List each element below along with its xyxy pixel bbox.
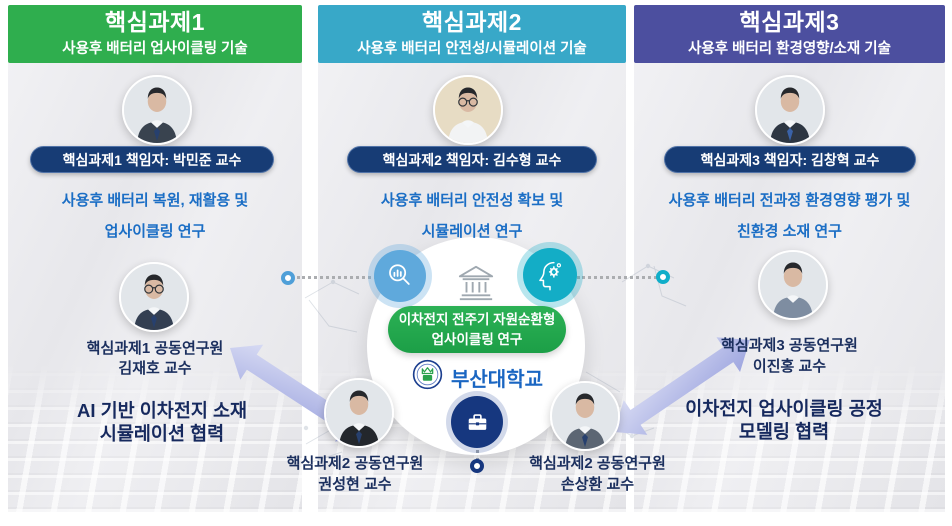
leader-photo-kimchanghyuk bbox=[755, 75, 825, 145]
bottom-right-co-role: 핵심과제2 공동연구원 bbox=[529, 455, 666, 472]
co-photo-kimjaeho bbox=[119, 262, 189, 332]
ai-head-gear-icon bbox=[523, 248, 577, 302]
leader-photo-kimsuhyung bbox=[433, 75, 503, 145]
column2-desc-line2: 시뮬레이션 연구 bbox=[421, 223, 523, 240]
column3-header: 핵심과제3 사용후 배터리 환경영향/소재 기술 bbox=[634, 5, 945, 63]
search-chart-icon bbox=[374, 250, 426, 302]
co-photo-sonsanghwan bbox=[550, 381, 620, 451]
co-role-1: 핵심과제1 공동연구원 bbox=[86, 340, 224, 357]
column3-subtitle: 사용후 배터리 환경영향/소재 기술 bbox=[688, 40, 891, 57]
core-research-line2: 업사이클링 연구 bbox=[431, 331, 523, 347]
leader-pill-2: 핵심과제2 책임자: 김수형 교수 bbox=[347, 146, 597, 173]
right-dotted-line bbox=[577, 276, 657, 279]
column1-header: 핵심과제1 사용후 배터리 업사이클링 기술 bbox=[8, 5, 302, 63]
column2-desc-line1: 사용후 배터리 안전성 확보 및 bbox=[380, 192, 564, 209]
co-name-3: 이진홍 교수 bbox=[752, 358, 827, 375]
leader-photo-parkminjun bbox=[122, 75, 192, 145]
leader-pill-3: 핵심과제3 책임자: 김창혁 교수 bbox=[664, 146, 916, 173]
university-name: 부산대학교 bbox=[451, 369, 543, 391]
core-research-pill: 이차전지 전주기 자원순환형 업사이클링 연구 bbox=[388, 306, 566, 353]
co-photo-kwonsunghyun bbox=[324, 378, 394, 448]
column2-header: 핵심과제2 사용후 배터리 안전성/시뮬레이션 기술 bbox=[318, 5, 626, 63]
bottom-left-co-name: 권성현 교수 bbox=[318, 476, 392, 493]
university-building-icon bbox=[457, 264, 495, 302]
left-connector-node bbox=[281, 271, 295, 285]
column1-title: 핵심과제1 bbox=[105, 9, 205, 36]
briefcase-icon bbox=[451, 396, 503, 448]
co-name-1: 김재호 교수 bbox=[118, 360, 192, 377]
co-photo-leejinhong bbox=[758, 250, 828, 320]
collab3-line2: 모델링 협력 bbox=[738, 421, 830, 442]
bottom-right-co-name: 손상환 교수 bbox=[560, 476, 635, 493]
collab1-line1: AI 기반 이차전지 소재 bbox=[76, 400, 248, 421]
column1-desc-line2: 업사이클링 연구 bbox=[104, 223, 206, 240]
column3-desc-line2: 친환경 소재 연구 bbox=[737, 223, 842, 240]
column2-subtitle: 사용후 배터리 안전성/시뮬레이션 기술 bbox=[357, 40, 587, 57]
core-research-line1: 이차전지 전주기 자원순환형 bbox=[398, 311, 556, 327]
leader-pill-1: 핵심과제1 책임자: 박민준 교수 bbox=[30, 146, 274, 173]
column3-title: 핵심과제3 bbox=[739, 9, 840, 36]
pnu-emblem bbox=[412, 359, 443, 390]
column3-desc-line1: 사용후 배터리 전과정 환경영향 평가 및 bbox=[668, 192, 911, 209]
left-dotted-line bbox=[297, 276, 377, 279]
column2-title: 핵심과제2 bbox=[422, 9, 522, 36]
bottom-connector-node bbox=[470, 459, 484, 473]
column1-subtitle: 사용후 배터리 업사이클링 기술 bbox=[62, 40, 248, 57]
right-connector-node bbox=[656, 270, 670, 284]
bottom-left-co-role: 핵심과제2 공동연구원 bbox=[286, 455, 424, 472]
bottom-dotted-line bbox=[476, 450, 479, 461]
collab1-line2: 시뮬레이션 협력 bbox=[99, 423, 225, 444]
column1-desc-line1: 사용후 배터리 복원, 재활용 및 bbox=[61, 192, 249, 209]
co-role-3: 핵심과제3 공동연구원 bbox=[721, 337, 858, 354]
